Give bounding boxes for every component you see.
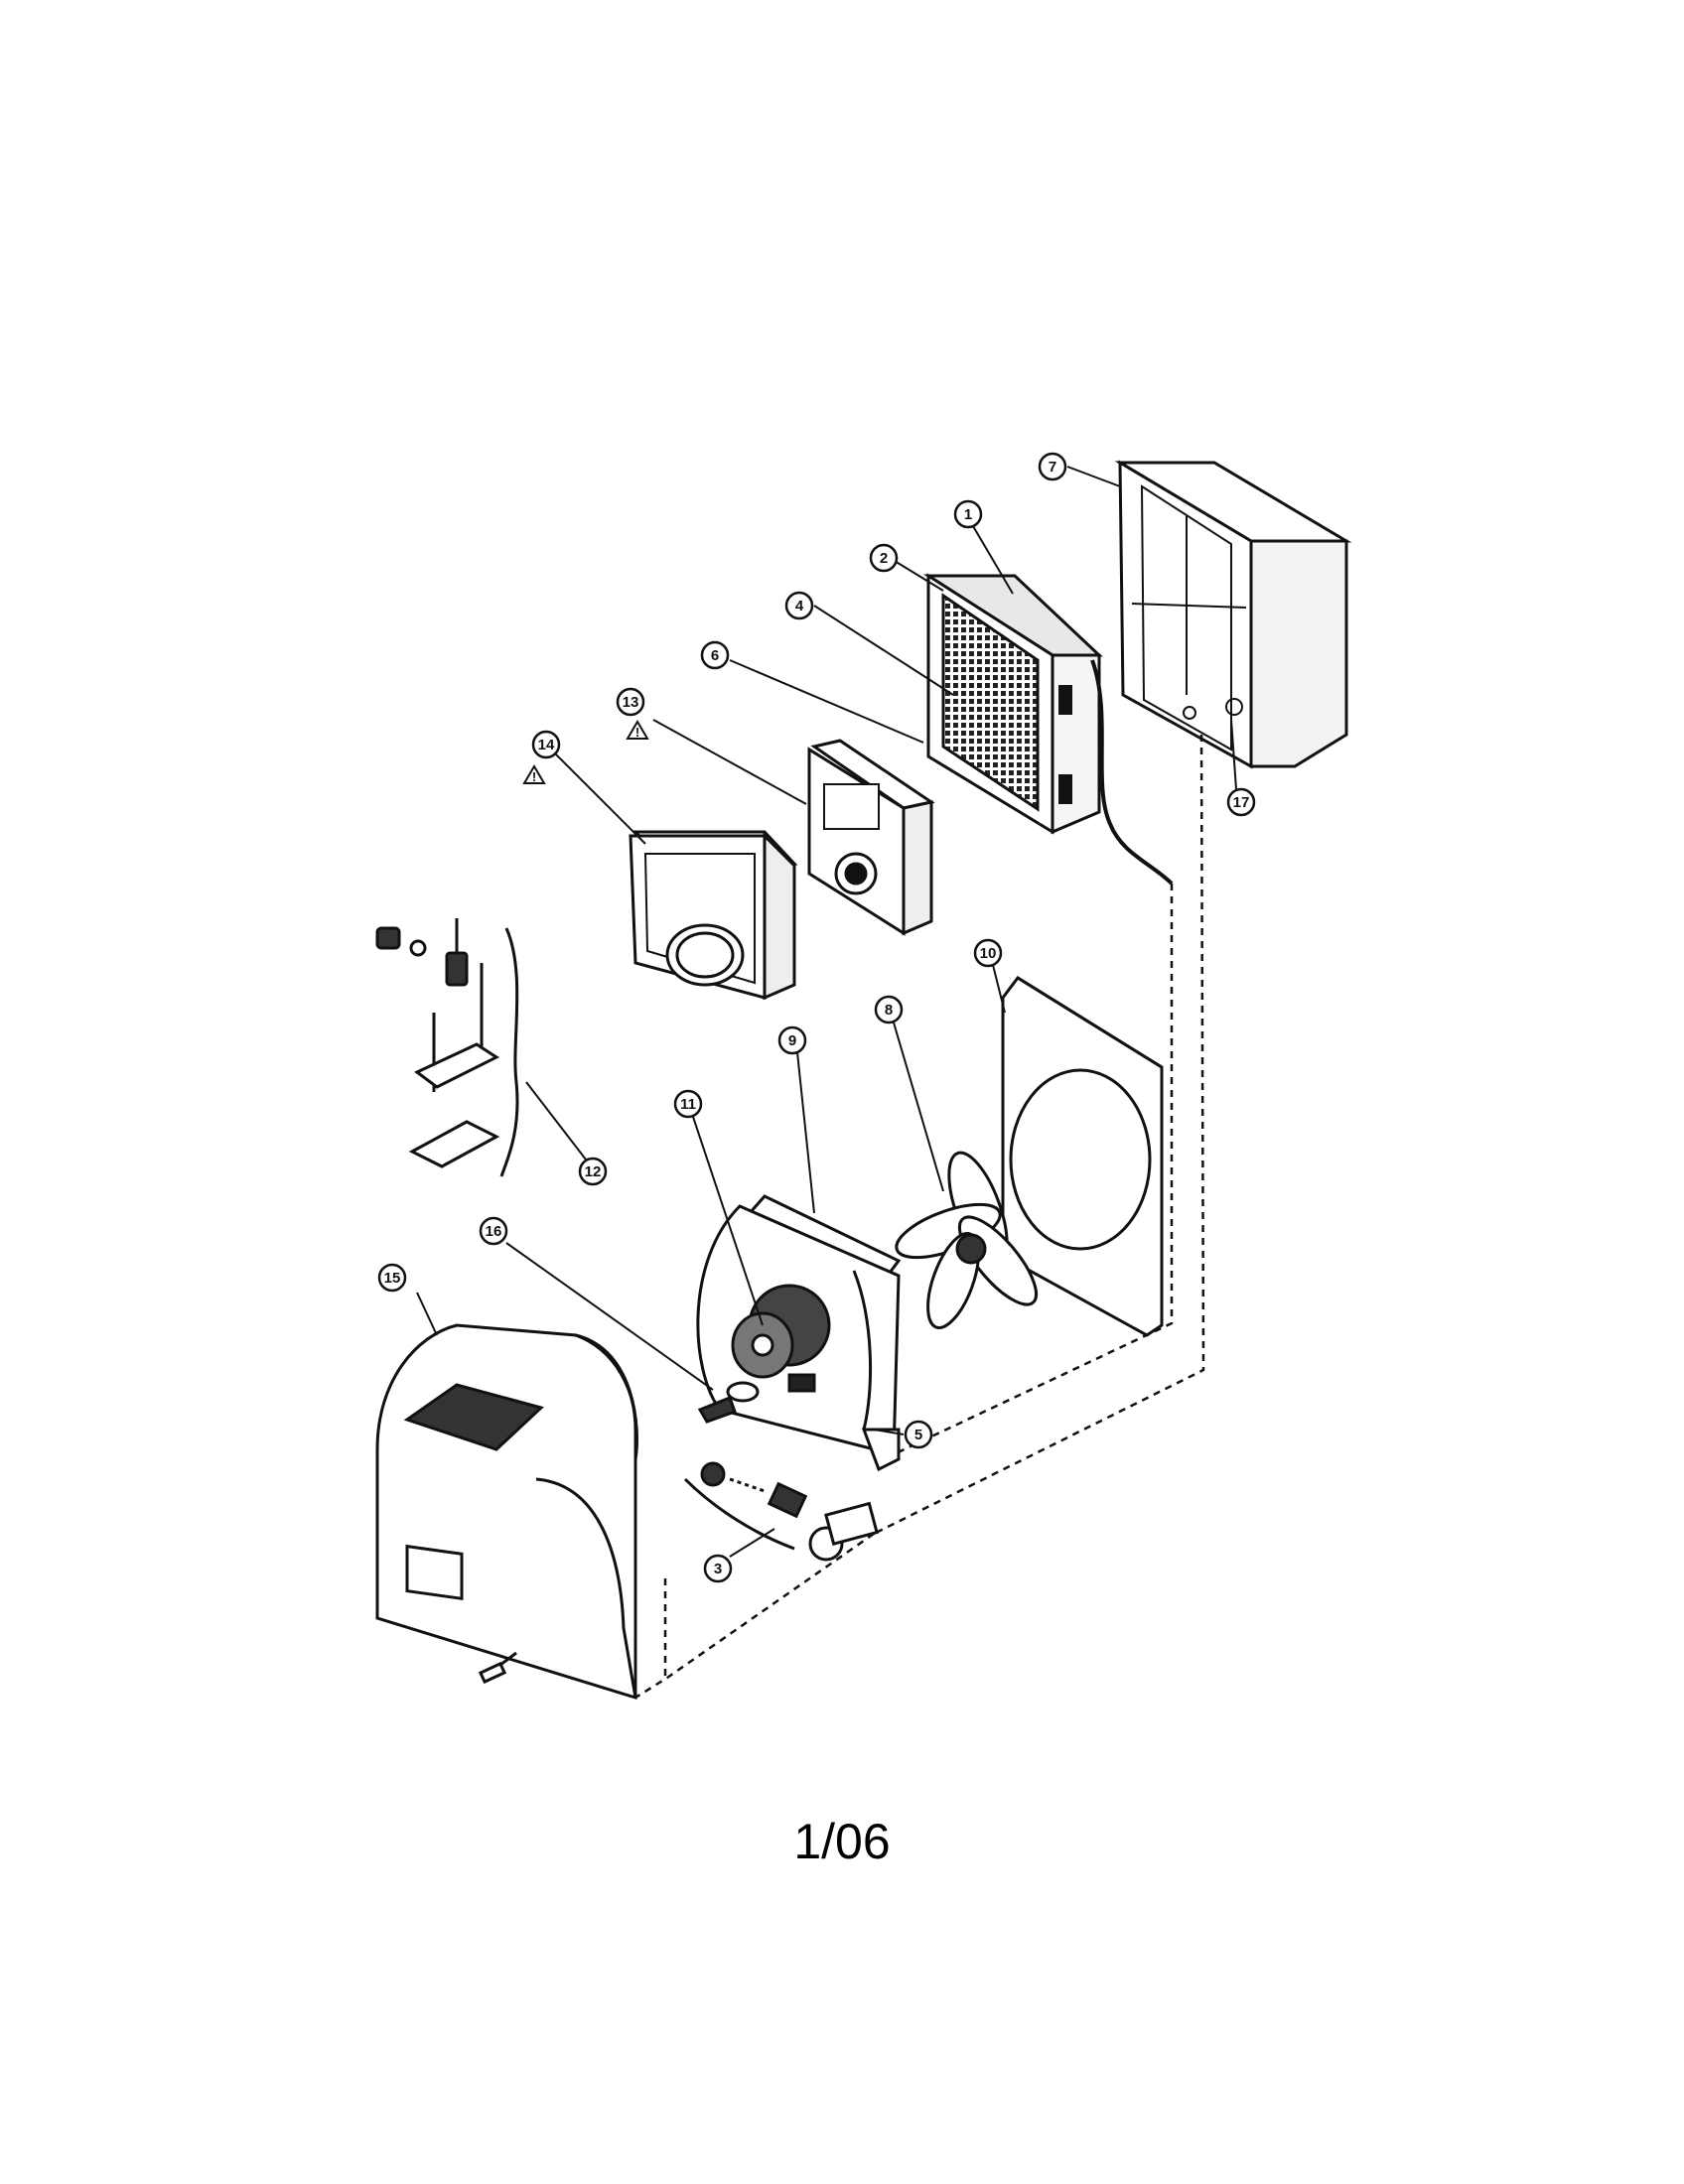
svg-text:2: 2	[880, 550, 888, 567]
svg-text:!: !	[635, 725, 639, 740]
svg-text:1: 1	[964, 506, 972, 523]
part-humidistat-large	[629, 830, 798, 1001]
part-front-cover	[375, 1323, 638, 1701]
svg-text:13: 13	[623, 694, 639, 711]
svg-text:!: !	[532, 769, 536, 784]
leader-lines	[416, 466, 1237, 1558]
callout-12: 12	[578, 1157, 608, 1186]
part-motor	[731, 1284, 831, 1393]
svg-text:7: 7	[1049, 459, 1056, 476]
part-fan-mounting-plate	[1001, 976, 1164, 1337]
callout-3: 3	[703, 1554, 733, 1583]
svg-text:5: 5	[914, 1427, 922, 1443]
callout-8: 8	[874, 995, 904, 1024]
part-hardware-kit	[375, 918, 519, 1177]
callout-9: 9	[777, 1025, 807, 1055]
svg-text:14: 14	[538, 737, 555, 753]
part-clip	[697, 1381, 760, 1424]
svg-text:17: 17	[1233, 794, 1250, 811]
callout-16: 16	[479, 1216, 508, 1246]
svg-text:6: 6	[711, 647, 719, 664]
callout-5: 5	[904, 1420, 933, 1449]
part-water-panel-frame	[922, 573, 1174, 886]
callout-1: 1	[953, 499, 983, 529]
part-mounting-box	[1114, 460, 1352, 769]
wiring-dashed-lines	[634, 734, 1205, 1700]
callout-17: 17	[1226, 787, 1256, 817]
callout-2: 2	[869, 543, 899, 573]
svg-text:11: 11	[680, 1096, 696, 1113]
part-humidistat-small	[807, 739, 935, 936]
svg-text:8: 8	[885, 1002, 893, 1019]
callout-14: 14	[531, 730, 561, 759]
callout-13: 13	[616, 687, 645, 717]
callout-4: 4	[784, 591, 814, 620]
svg-text:9: 9	[788, 1032, 796, 1049]
callout-11: 11	[673, 1089, 703, 1119]
warning-triangle-icon: !	[522, 764, 546, 784]
svg-text:16: 16	[486, 1223, 502, 1240]
callout-7: 7	[1038, 452, 1067, 481]
part-fan-blade	[895, 1151, 1039, 1329]
svg-text:12: 12	[585, 1163, 602, 1180]
callout-10: 10	[973, 938, 1003, 968]
svg-text:3: 3	[714, 1561, 722, 1577]
svg-text:4: 4	[795, 598, 804, 614]
callout-6: 6	[700, 640, 730, 670]
warning-triangle-icon: !	[626, 720, 649, 740]
callout-15: 15	[377, 1263, 407, 1293]
part-solenoid-valve	[683, 1461, 879, 1562]
svg-text:15: 15	[384, 1270, 401, 1287]
page-code: 1/06	[793, 1814, 891, 1869]
svg-text:10: 10	[980, 945, 997, 962]
